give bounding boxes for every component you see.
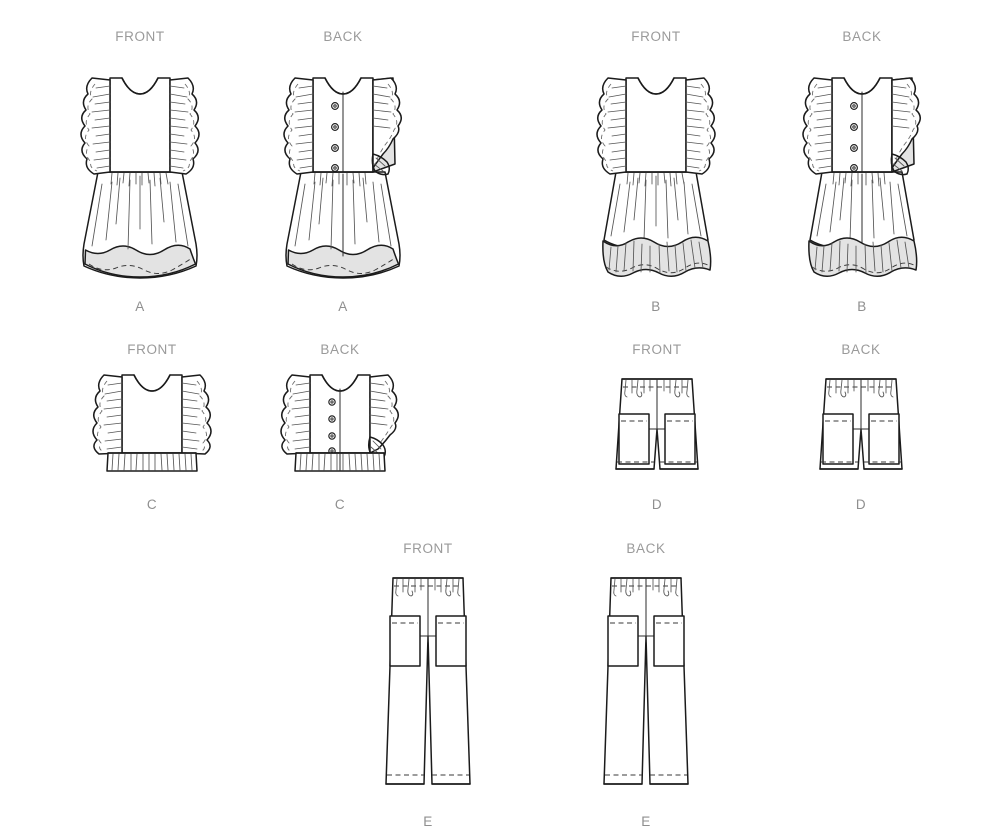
figure-b-back: BACK — [762, 30, 962, 313]
button-placket-b-back — [850, 101, 858, 172]
view-label-b-back: BACK — [842, 29, 882, 44]
drawing-e-front — [385, 576, 471, 785]
piece-label-d-back: D — [855, 496, 867, 512]
drawing-d-back — [819, 377, 903, 470]
piece-label-c-front: C — [146, 496, 158, 512]
piece-label-a-back: A — [338, 298, 348, 314]
drawing-a-back — [283, 76, 402, 279]
figure-d-back: BACK — [761, 343, 961, 511]
figure-a-back: BACK — [243, 30, 443, 313]
view-label-e-back: BACK — [626, 541, 666, 556]
view-label-e-front: FRONT — [403, 541, 453, 556]
drawing-d-front — [615, 377, 699, 470]
piece-label-b-back: B — [857, 298, 867, 314]
view-label-d-back: BACK — [841, 342, 881, 357]
figure-c-front: FRONT — [52, 343, 252, 511]
drawing-c-front — [92, 373, 212, 472]
view-label-a-front: FRONT — [115, 29, 165, 44]
figure-e-back: BACK — [546, 542, 746, 828]
view-label-d-front: FRONT — [632, 342, 682, 357]
drawing-b-front — [596, 76, 716, 277]
figure-d-front: FRONT — [557, 343, 757, 511]
piece-label-b-front: B — [651, 298, 661, 314]
drawing-c-back — [280, 373, 399, 472]
piece-label-c-back: C — [334, 496, 346, 512]
piece-label-e-back: E — [641, 813, 651, 829]
button-placket-a-back — [331, 101, 339, 172]
figure-b-front: FRONT — [556, 30, 756, 313]
drawing-e-back — [603, 576, 689, 785]
drawing-a-front — [80, 76, 200, 279]
view-label-c-back: BACK — [320, 342, 360, 357]
drawing-b-back — [802, 76, 921, 277]
piece-label-d-front: D — [651, 496, 663, 512]
view-label-c-front: FRONT — [127, 342, 177, 357]
figure-c-back: BACK — [240, 343, 440, 511]
view-label-a-back: BACK — [323, 29, 363, 44]
figure-a-front: FRONT — [40, 30, 240, 313]
piece-label-e-front: E — [423, 813, 433, 829]
piece-label-a-front: A — [135, 298, 145, 314]
figure-e-front: FRONT — [328, 542, 528, 828]
view-label-b-front: FRONT — [631, 29, 681, 44]
